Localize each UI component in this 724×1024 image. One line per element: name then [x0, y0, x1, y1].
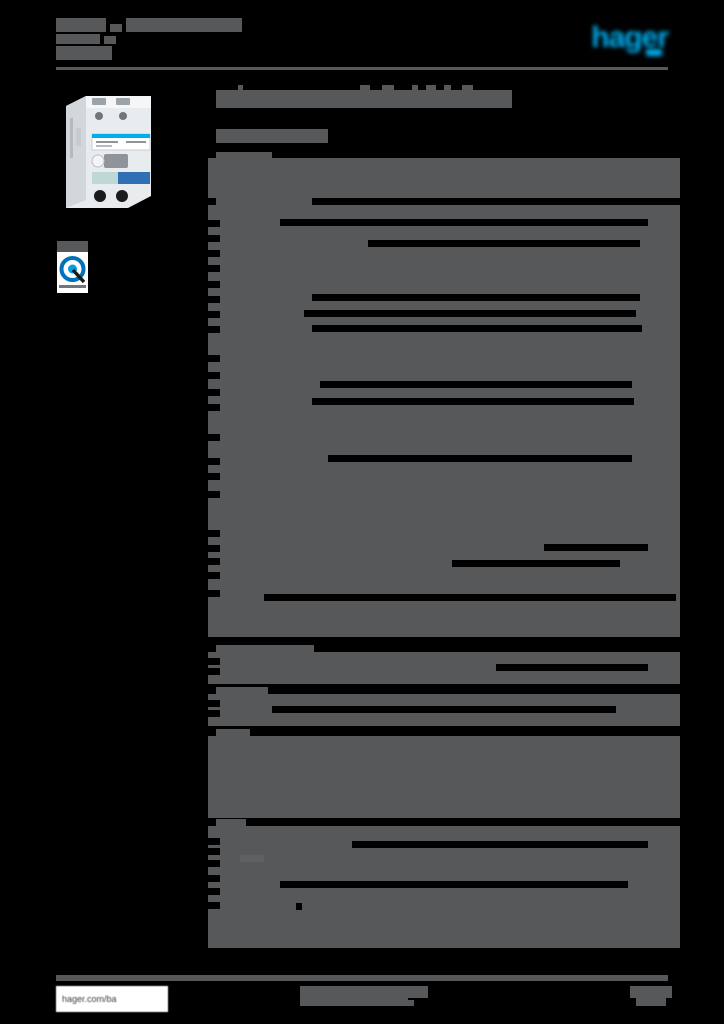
footer-right-block-0 [630, 986, 672, 998]
spec-row-tick-2 [208, 250, 220, 257]
spec-row-tick-9 [208, 372, 220, 379]
intro-panel-block-0 [208, 158, 680, 198]
header-text-block-3 [56, 34, 100, 44]
spec-value-bar-6 [312, 398, 634, 405]
quality-mark-caption-0 [57, 241, 88, 252]
spec-value-bar-7 [328, 455, 632, 462]
spec-row-tick-26 [208, 848, 220, 855]
spec-value-bar-4 [312, 325, 642, 332]
spec-faint-bar-0 [240, 855, 264, 862]
spec-row-tick-14 [208, 473, 220, 480]
spec-row-tick-3 [208, 265, 220, 272]
footer-rule [56, 975, 668, 981]
header-text-block-5 [56, 46, 112, 60]
spec-row-tick-22 [208, 668, 220, 675]
spec-value-bar-15 [296, 903, 302, 910]
spec-row-tick-20 [208, 590, 220, 597]
spec-row-tick-29 [208, 888, 220, 895]
spec-value-bar-10 [264, 594, 676, 601]
hager-logo-underline [646, 49, 662, 56]
page-subtitle-block-0 [216, 129, 328, 143]
spec-row-tick-8 [208, 355, 220, 362]
spec-row-tick-7 [208, 326, 220, 333]
page-title-block-0 [216, 90, 512, 108]
spec-row-tick-5 [208, 296, 220, 303]
spec-header-cap-0 [216, 198, 312, 206]
title-tick-2 [382, 85, 394, 91]
spec-row-tick-30 [208, 902, 220, 909]
spec-block-2-1 [208, 601, 680, 637]
spec-value-bar-9 [452, 560, 620, 567]
spec-header-cap-1 [216, 645, 314, 653]
title-tick-6 [462, 85, 473, 91]
spec-row-tick-12 [208, 434, 220, 441]
header-text-block-4 [104, 36, 116, 44]
hager-logo[interactable]: hager [591, 21, 669, 54]
spec-value-bar-14 [280, 881, 628, 888]
spec-row-tick-25 [208, 838, 220, 845]
footer-website-link[interactable]: hager.com/ba [56, 986, 168, 1012]
spec-row-tick-10 [208, 389, 220, 396]
header-text-block-2 [126, 18, 242, 32]
reference-block-0 [216, 152, 272, 160]
spec-value-bar-8 [544, 544, 648, 551]
spec-row-tick-24 [208, 710, 220, 717]
spec-row-tick-23 [208, 700, 220, 707]
footer-center-block-2 [396, 1000, 414, 1006]
spec-row-tick-17 [208, 545, 220, 552]
spec-row-tick-16 [208, 530, 220, 537]
spec-row-tick-28 [208, 875, 220, 882]
spec-value-bar-2 [312, 294, 640, 301]
title-tick-3 [412, 85, 418, 91]
spec-value-bar-1 [368, 240, 640, 247]
header-text-block-1 [110, 24, 122, 32]
spec-value-bar-3 [304, 310, 636, 317]
title-tick-1 [360, 85, 370, 91]
spec-row-tick-27 [208, 860, 220, 867]
spec-row-tick-15 [208, 491, 220, 498]
spec-value-bar-5 [320, 381, 632, 388]
spec-value-bar-11 [496, 664, 648, 671]
spec-row-tick-19 [208, 572, 220, 579]
title-tick-5 [444, 85, 451, 91]
footer-center-block-0 [300, 986, 428, 998]
spec-value-bar-12 [272, 706, 616, 713]
spec-row-tick-1 [208, 235, 220, 242]
spec-block-5-4 [208, 736, 680, 818]
title-tick-4 [426, 85, 436, 91]
spec-header-cap-3 [216, 729, 250, 737]
spec-header-cap-4 [216, 819, 246, 827]
footer-right-block-1 [636, 998, 666, 1006]
spec-row-tick-11 [208, 404, 220, 411]
q-quality-mark [57, 252, 88, 293]
rcbo-circuit-breaker-photo [56, 88, 166, 218]
spec-row-tick-4 [208, 281, 220, 288]
header-rule [56, 67, 668, 70]
spec-header-cap-2 [216, 687, 268, 695]
spec-value-bar-13 [352, 841, 648, 848]
spec-header-cap-5 [216, 594, 262, 602]
footer-center-block-1 [300, 998, 408, 1006]
title-tick-0 [238, 85, 243, 91]
spec-row-tick-0 [208, 220, 220, 227]
spec-row-tick-13 [208, 458, 220, 465]
spec-row-tick-18 [208, 558, 220, 565]
spec-value-bar-0 [280, 219, 648, 226]
header-text-block-0 [56, 18, 106, 32]
spec-row-tick-6 [208, 311, 220, 318]
spec-row-tick-21 [208, 658, 220, 665]
